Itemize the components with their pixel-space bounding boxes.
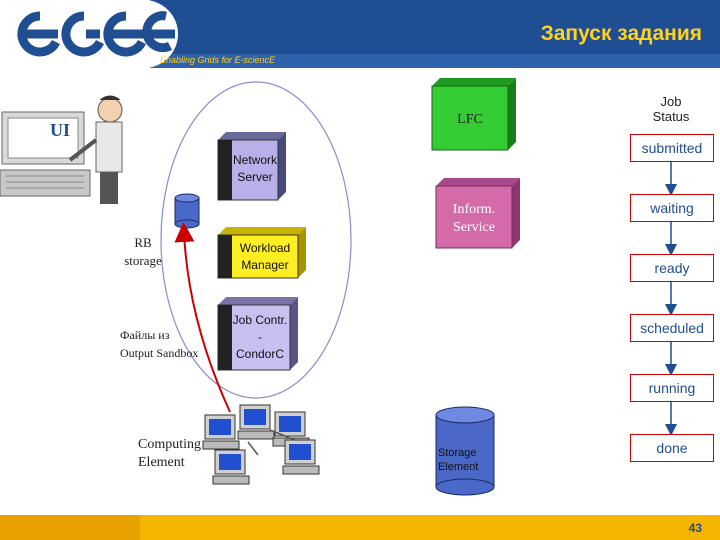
egee-logo: [10, 2, 175, 79]
storage-element-label: Storage Element: [436, 446, 496, 474]
job-control-label: Job Contr. - CondorC: [228, 312, 292, 363]
job-status-heading: Job Status: [630, 94, 712, 124]
job-status-heading-line1: Job: [660, 94, 682, 109]
job-control-line2: -: [258, 330, 262, 344]
rb-storage-label: RB storage: [118, 234, 168, 270]
status-submitted: submitted: [630, 134, 714, 162]
status-waiting: waiting: [630, 194, 714, 222]
output-sandbox-label: Файлы из Output Sandbox: [120, 326, 198, 362]
network-server-label: Network Server: [232, 152, 278, 186]
computing-element-line1: Computing: [138, 437, 202, 452]
workload-manager-box: [217, 227, 306, 279]
workload-manager-line1: Workload: [239, 241, 291, 255]
diagram-canvas: [0, 78, 677, 496]
title-bar: [150, 0, 720, 54]
computing-element-label: Computing Element: [138, 436, 201, 472]
rb-storage-line2: storage: [124, 253, 162, 268]
inform-service-line2: Service: [453, 220, 495, 235]
resource-broker-ellipse: [160, 81, 352, 399]
workload-manager-line2: Manager: [241, 258, 289, 272]
tagline-bar: [150, 54, 720, 68]
computing-element-cluster-icon: [202, 404, 320, 485]
rb-storage-cylinder-icon: [174, 193, 200, 229]
page-number: 43: [688, 521, 702, 535]
ui-workstation-icon: [0, 95, 123, 204]
lfc-label: LFC: [457, 112, 483, 127]
network-server-line2: Server: [237, 170, 273, 184]
rb-storage-line1: RB: [134, 235, 152, 250]
inform-service-line1: Inform.: [452, 202, 496, 217]
storage-element-cylinder-icon: [435, 406, 495, 496]
status-scheduled: scheduled: [630, 314, 714, 342]
footer-accent: [0, 515, 140, 540]
output-sandbox-line2: Output Sandbox: [120, 346, 199, 360]
storage-element-line2: Element: [438, 461, 479, 473]
status-ready: ready: [630, 254, 714, 282]
storage-element-line1: Storage: [438, 447, 477, 459]
network-server-line1: Network: [232, 153, 277, 167]
status-running: running: [630, 374, 714, 402]
network-server-box: [217, 132, 286, 201]
inform-service-label: Inform. Service: [436, 201, 512, 237]
lfc-box: [431, 78, 516, 151]
egee-logo-icon: [17, 11, 175, 57]
status-done: done: [630, 434, 714, 462]
output-sandbox-line1: Файлы из: [120, 328, 170, 342]
job-control-line1: Job Contr.: [232, 313, 288, 327]
job-status-heading-line2: Status: [652, 109, 690, 124]
job-control-line3: CondorC: [235, 347, 285, 361]
ui-label: UI: [50, 120, 71, 140]
page-title: Запуск задания: [540, 22, 702, 45]
tagline: Enabling Grids for E-sciencE: [160, 55, 276, 65]
job-control-box: [217, 297, 298, 371]
computing-element-line2: Element: [138, 455, 185, 470]
workload-manager-label: Workload Manager: [232, 240, 298, 274]
inform-service-box: [435, 178, 520, 249]
output-sandbox-arrow: [174, 222, 231, 413]
